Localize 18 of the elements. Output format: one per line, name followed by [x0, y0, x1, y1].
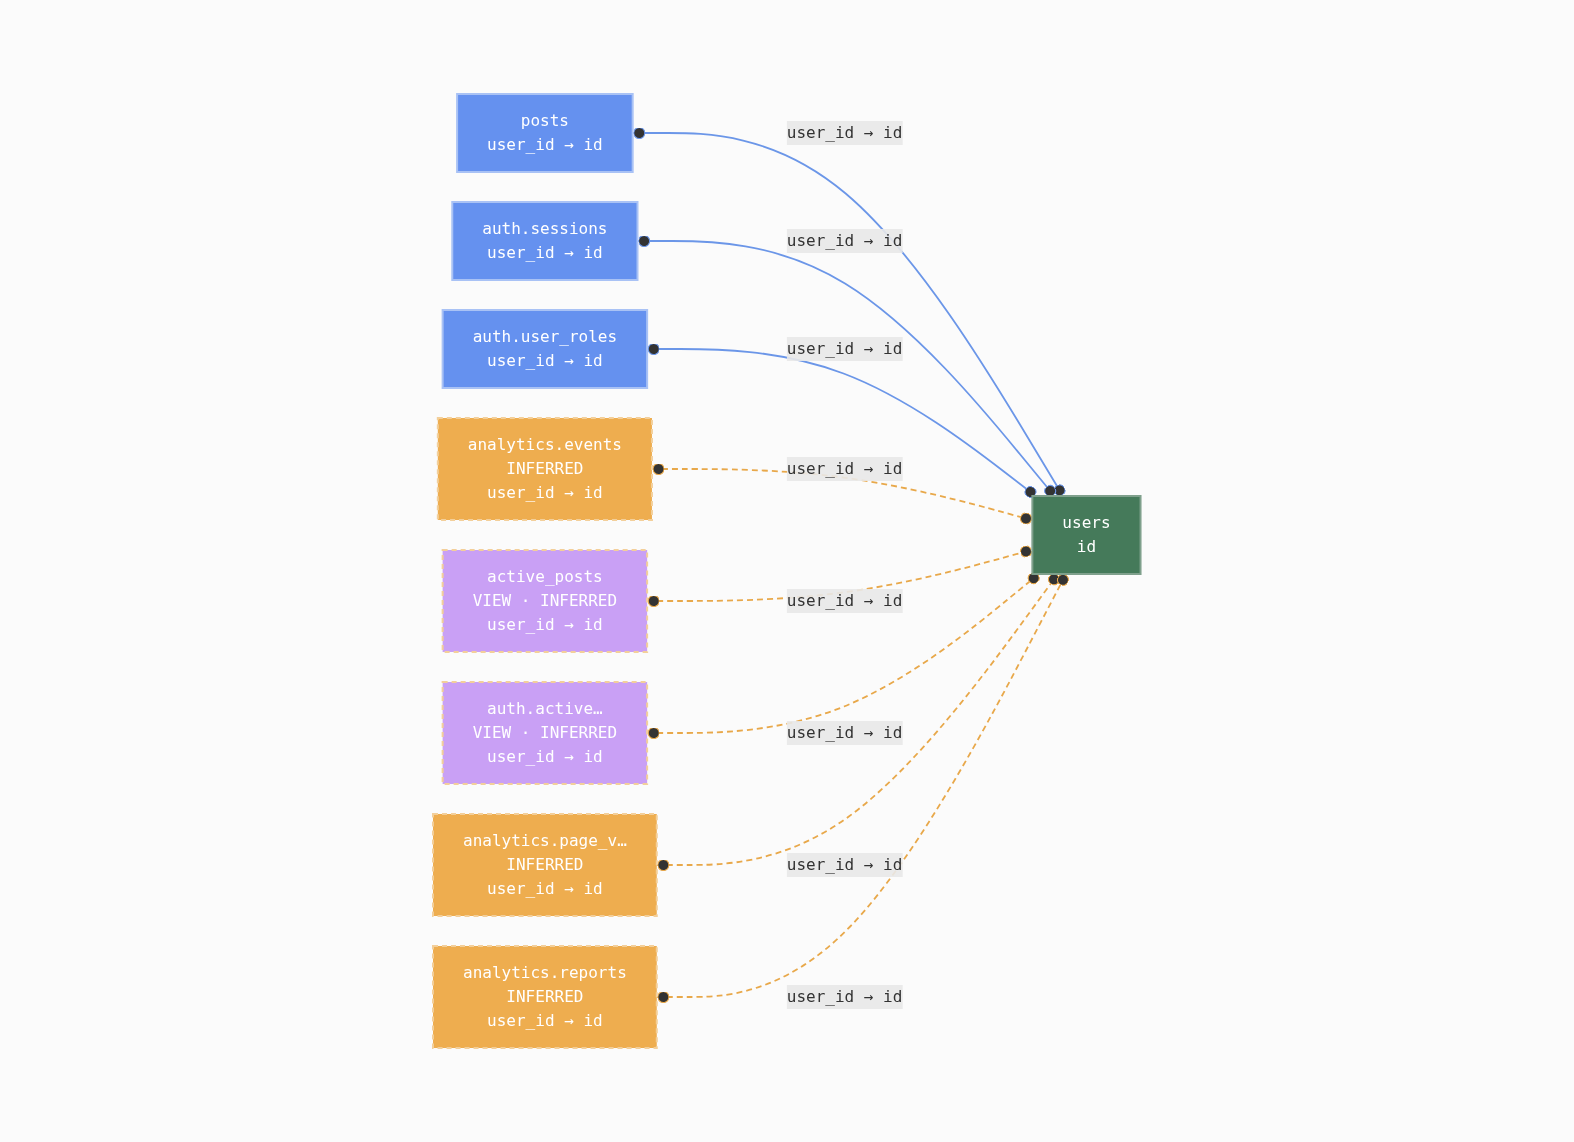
node-box: auth.active… VIEW · INFERRED user_id → id	[441, 681, 649, 785]
edge-label: user_id → id	[787, 591, 903, 610]
edge-label: user_id → id	[787, 987, 903, 1006]
node-box: analytics.events INFERRED user_id → id	[437, 417, 654, 521]
edge-label: user_id → id	[787, 339, 903, 358]
node-box: analytics.reports INFERRED user_id → id	[432, 945, 658, 1049]
node-box: active_posts VIEW · INFERRED user_id → id	[441, 549, 649, 653]
node-box: posts user_id → id	[456, 93, 634, 173]
edge-label: user_id → id	[787, 855, 903, 874]
node-box: auth.sessions user_id → id	[451, 201, 639, 281]
node-box: analytics.page_v… INFERRED user_id → id	[432, 813, 658, 917]
edge-label: user_id → id	[787, 459, 903, 478]
edge-label: user_id → id	[787, 723, 903, 742]
edge-label: user_id → id	[787, 123, 903, 142]
node-box: auth.user_roles user_id → id	[441, 309, 649, 389]
node-box: users id	[1031, 495, 1142, 575]
connector	[632, 126, 1066, 497]
edge-label: user_id → id	[787, 231, 903, 250]
